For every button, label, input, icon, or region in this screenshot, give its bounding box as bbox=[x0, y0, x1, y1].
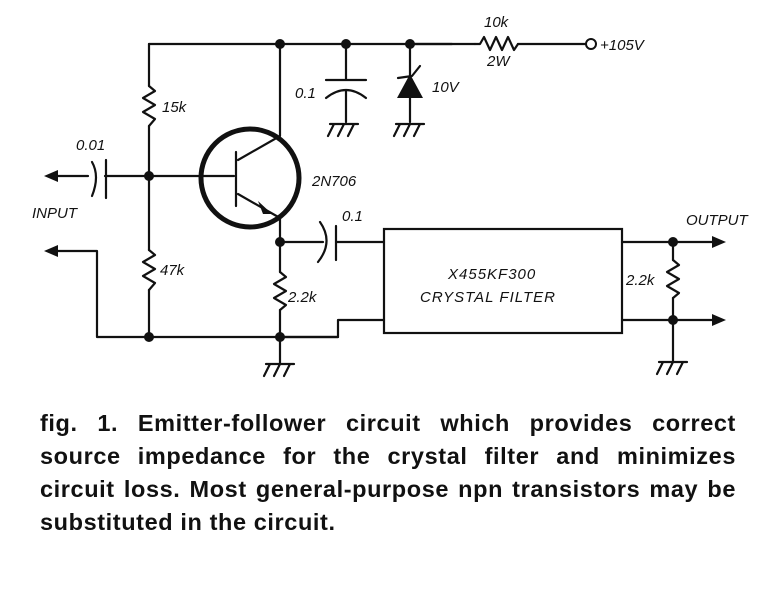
zener-label: 10V bbox=[432, 79, 461, 96]
output-return-arrow bbox=[712, 314, 726, 326]
bias-resistor-top-label: 15k bbox=[162, 99, 188, 116]
supply-terminal-label: +105V bbox=[600, 37, 646, 54]
coupling-capacitor-label: 0.1 bbox=[342, 208, 363, 225]
supply-terminal bbox=[585, 38, 597, 50]
transistor-label: 2N706 bbox=[311, 173, 357, 190]
crystal-filter-part: X455KF300 bbox=[447, 266, 536, 283]
ground-symbol bbox=[655, 360, 689, 376]
emitter-resistor-label: 2.2k bbox=[287, 289, 318, 306]
crystal-filter-name: CRYSTAL FILTER bbox=[420, 289, 556, 306]
zener-diode bbox=[397, 74, 423, 98]
input-capacitor-label: 0.01 bbox=[76, 137, 105, 154]
crystal-filter-box bbox=[382, 227, 624, 335]
output-label: OUTPUT bbox=[686, 212, 750, 229]
supply-resistor-value: 10k bbox=[484, 14, 510, 31]
bypass-capacitor bbox=[324, 42, 368, 124]
ground-symbol bbox=[262, 362, 296, 378]
supply-resistor bbox=[473, 35, 520, 52]
output-wire bbox=[620, 240, 714, 322]
transistor-emitter bbox=[236, 192, 282, 244]
coupling-capacitor bbox=[316, 220, 338, 264]
load-resistor bbox=[665, 258, 681, 300]
bypass-capacitor-label: 0.1 bbox=[295, 85, 316, 102]
input-capacitor bbox=[90, 158, 108, 200]
bias-resistor-bottom bbox=[141, 248, 157, 292]
transistor-envelope bbox=[198, 126, 302, 230]
ground-symbol bbox=[326, 122, 360, 138]
input-return-wire bbox=[56, 249, 340, 339]
input-return-arrow bbox=[44, 245, 58, 257]
load-resistor-label: 2.2k bbox=[625, 272, 656, 289]
zener-bar bbox=[396, 64, 422, 80]
bias-resistor-bottom-label: 47k bbox=[160, 262, 186, 279]
emitter-arrow bbox=[258, 201, 272, 214]
figure-caption: fig. 1. Emitter-follower circuit which p… bbox=[40, 410, 736, 535]
bias-resistor-top bbox=[141, 84, 157, 128]
input-arrow bbox=[44, 170, 58, 182]
ground-symbol bbox=[392, 122, 426, 138]
output-arrow bbox=[712, 236, 726, 248]
transistor-collector bbox=[236, 42, 282, 162]
supply-resistor-rating: 2W bbox=[486, 53, 511, 70]
input-label: INPUT bbox=[32, 205, 79, 222]
circuit-schematic: 10k 2W +105V 0.1 10V 15k 47k 0.01 INPUT … bbox=[32, 14, 750, 378]
filter-ground-wire bbox=[278, 318, 386, 339]
emitter-resistor bbox=[272, 270, 288, 312]
